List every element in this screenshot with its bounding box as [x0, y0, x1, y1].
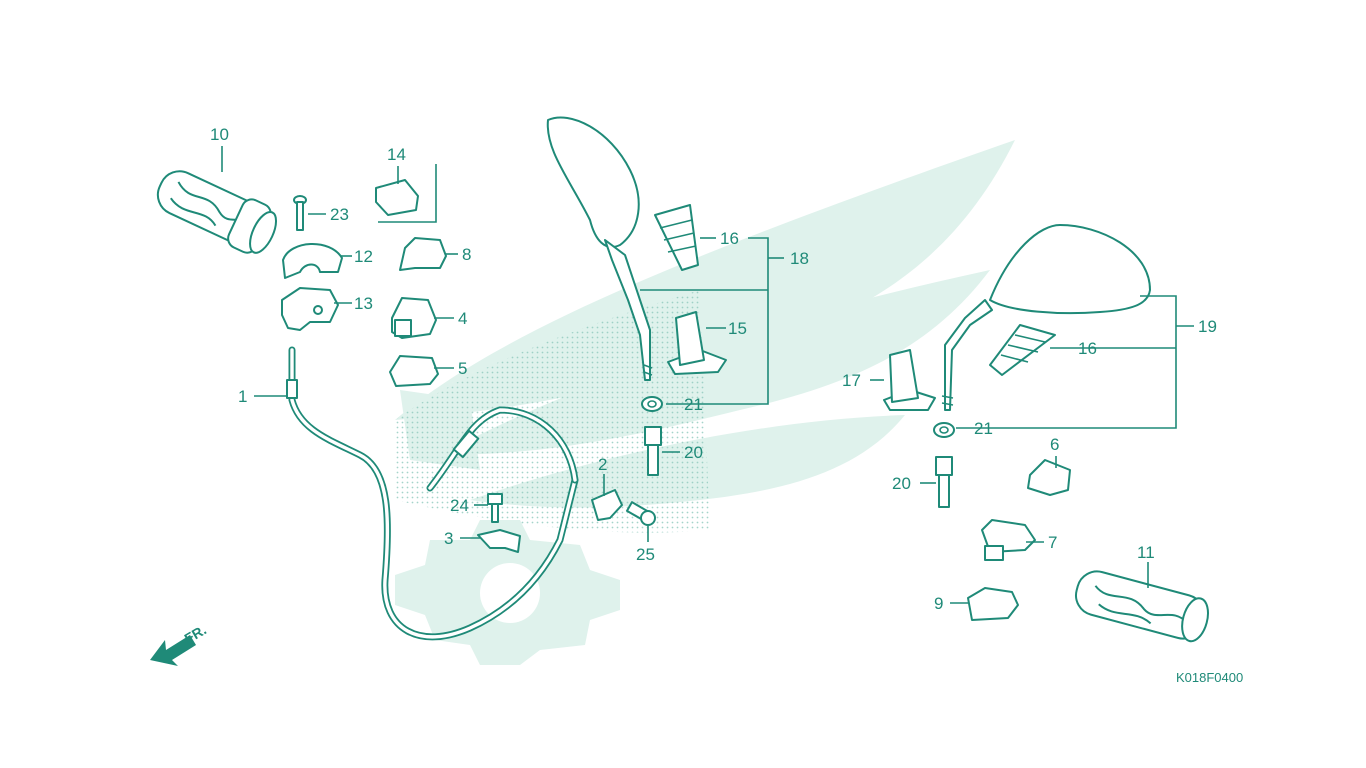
- callout-11: 11: [1137, 543, 1155, 562]
- switch-housing-upper-12-part: [282, 243, 343, 279]
- bolt-20-left-part: [644, 426, 662, 476]
- screw-23-part: [293, 195, 307, 231]
- callout-labels: 1 2 3 4 5 6 7 8 9 10 11 12 13 14 15 16 1…: [210, 125, 1217, 613]
- front-direction-arrow: FR.: [150, 621, 209, 666]
- callout-24: 24: [450, 496, 469, 515]
- mirror-boot-15-part: [667, 311, 727, 375]
- callout-12: 12: [354, 247, 373, 266]
- callout-3: 3: [444, 529, 453, 548]
- right-mirror-19-part: [941, 224, 1151, 411]
- callout-7: 7: [1048, 533, 1057, 552]
- bolt-25-part: [625, 501, 656, 526]
- callout-2: 2: [598, 455, 607, 474]
- callout-16-right: 16: [1078, 339, 1097, 358]
- gear-watermark: [395, 520, 620, 665]
- switch-8-part: [399, 237, 447, 271]
- wing-watermark: [395, 140, 1015, 533]
- callout-16-left: 16: [720, 229, 739, 248]
- callout-20-right: 20: [892, 474, 911, 493]
- callout-5: 5: [458, 359, 467, 378]
- figure-code: K018F0400: [1176, 670, 1243, 685]
- switch-7-part: [981, 519, 1036, 561]
- bolt-24-part: [487, 493, 503, 523]
- clamp-3-part: [477, 529, 521, 553]
- callout-14: 14: [387, 145, 406, 164]
- mirror-boot-16-left-part: [654, 204, 699, 271]
- callout-10: 10: [210, 125, 229, 144]
- callout-9: 9: [934, 594, 943, 613]
- throttle-cable-1-part: [286, 346, 579, 641]
- nut-21-left-part: [641, 396, 663, 412]
- bolt-20-right-part: [935, 456, 953, 508]
- callout-21-left: 21: [684, 395, 703, 414]
- left-mirror-18-part: [546, 116, 653, 381]
- nut-21-right-part: [933, 422, 955, 438]
- switch-9-part: [967, 587, 1019, 621]
- callout-19: 19: [1198, 317, 1217, 336]
- callout-4: 4: [458, 309, 467, 328]
- callout-23: 23: [330, 205, 349, 224]
- bracket-2-part: [591, 489, 623, 521]
- right-grip-part: [1075, 570, 1209, 643]
- callout-8: 8: [462, 245, 471, 264]
- callout-20-left: 20: [684, 443, 703, 462]
- switch-5-part: [389, 355, 439, 387]
- cap-14-part: [375, 179, 419, 216]
- callout-13: 13: [354, 294, 373, 313]
- switch-housing-lower-13-part: [281, 287, 339, 331]
- callout-18: 18: [790, 249, 809, 268]
- callout-15: 15: [728, 319, 747, 338]
- callout-6: 6: [1050, 435, 1059, 454]
- callout-25: 25: [636, 545, 655, 564]
- mirror-boot-16-right-part: [989, 324, 1056, 376]
- callout-1: 1: [238, 387, 247, 406]
- callout-21-right: 21: [974, 419, 993, 438]
- callout-17: 17: [842, 371, 861, 390]
- leader-lines: [221, 146, 1194, 604]
- left-grip-part: [156, 170, 278, 254]
- mirror-boot-17-part: [883, 349, 936, 411]
- switch-6-part: [1027, 459, 1071, 496]
- switch-4-part: [391, 297, 437, 339]
